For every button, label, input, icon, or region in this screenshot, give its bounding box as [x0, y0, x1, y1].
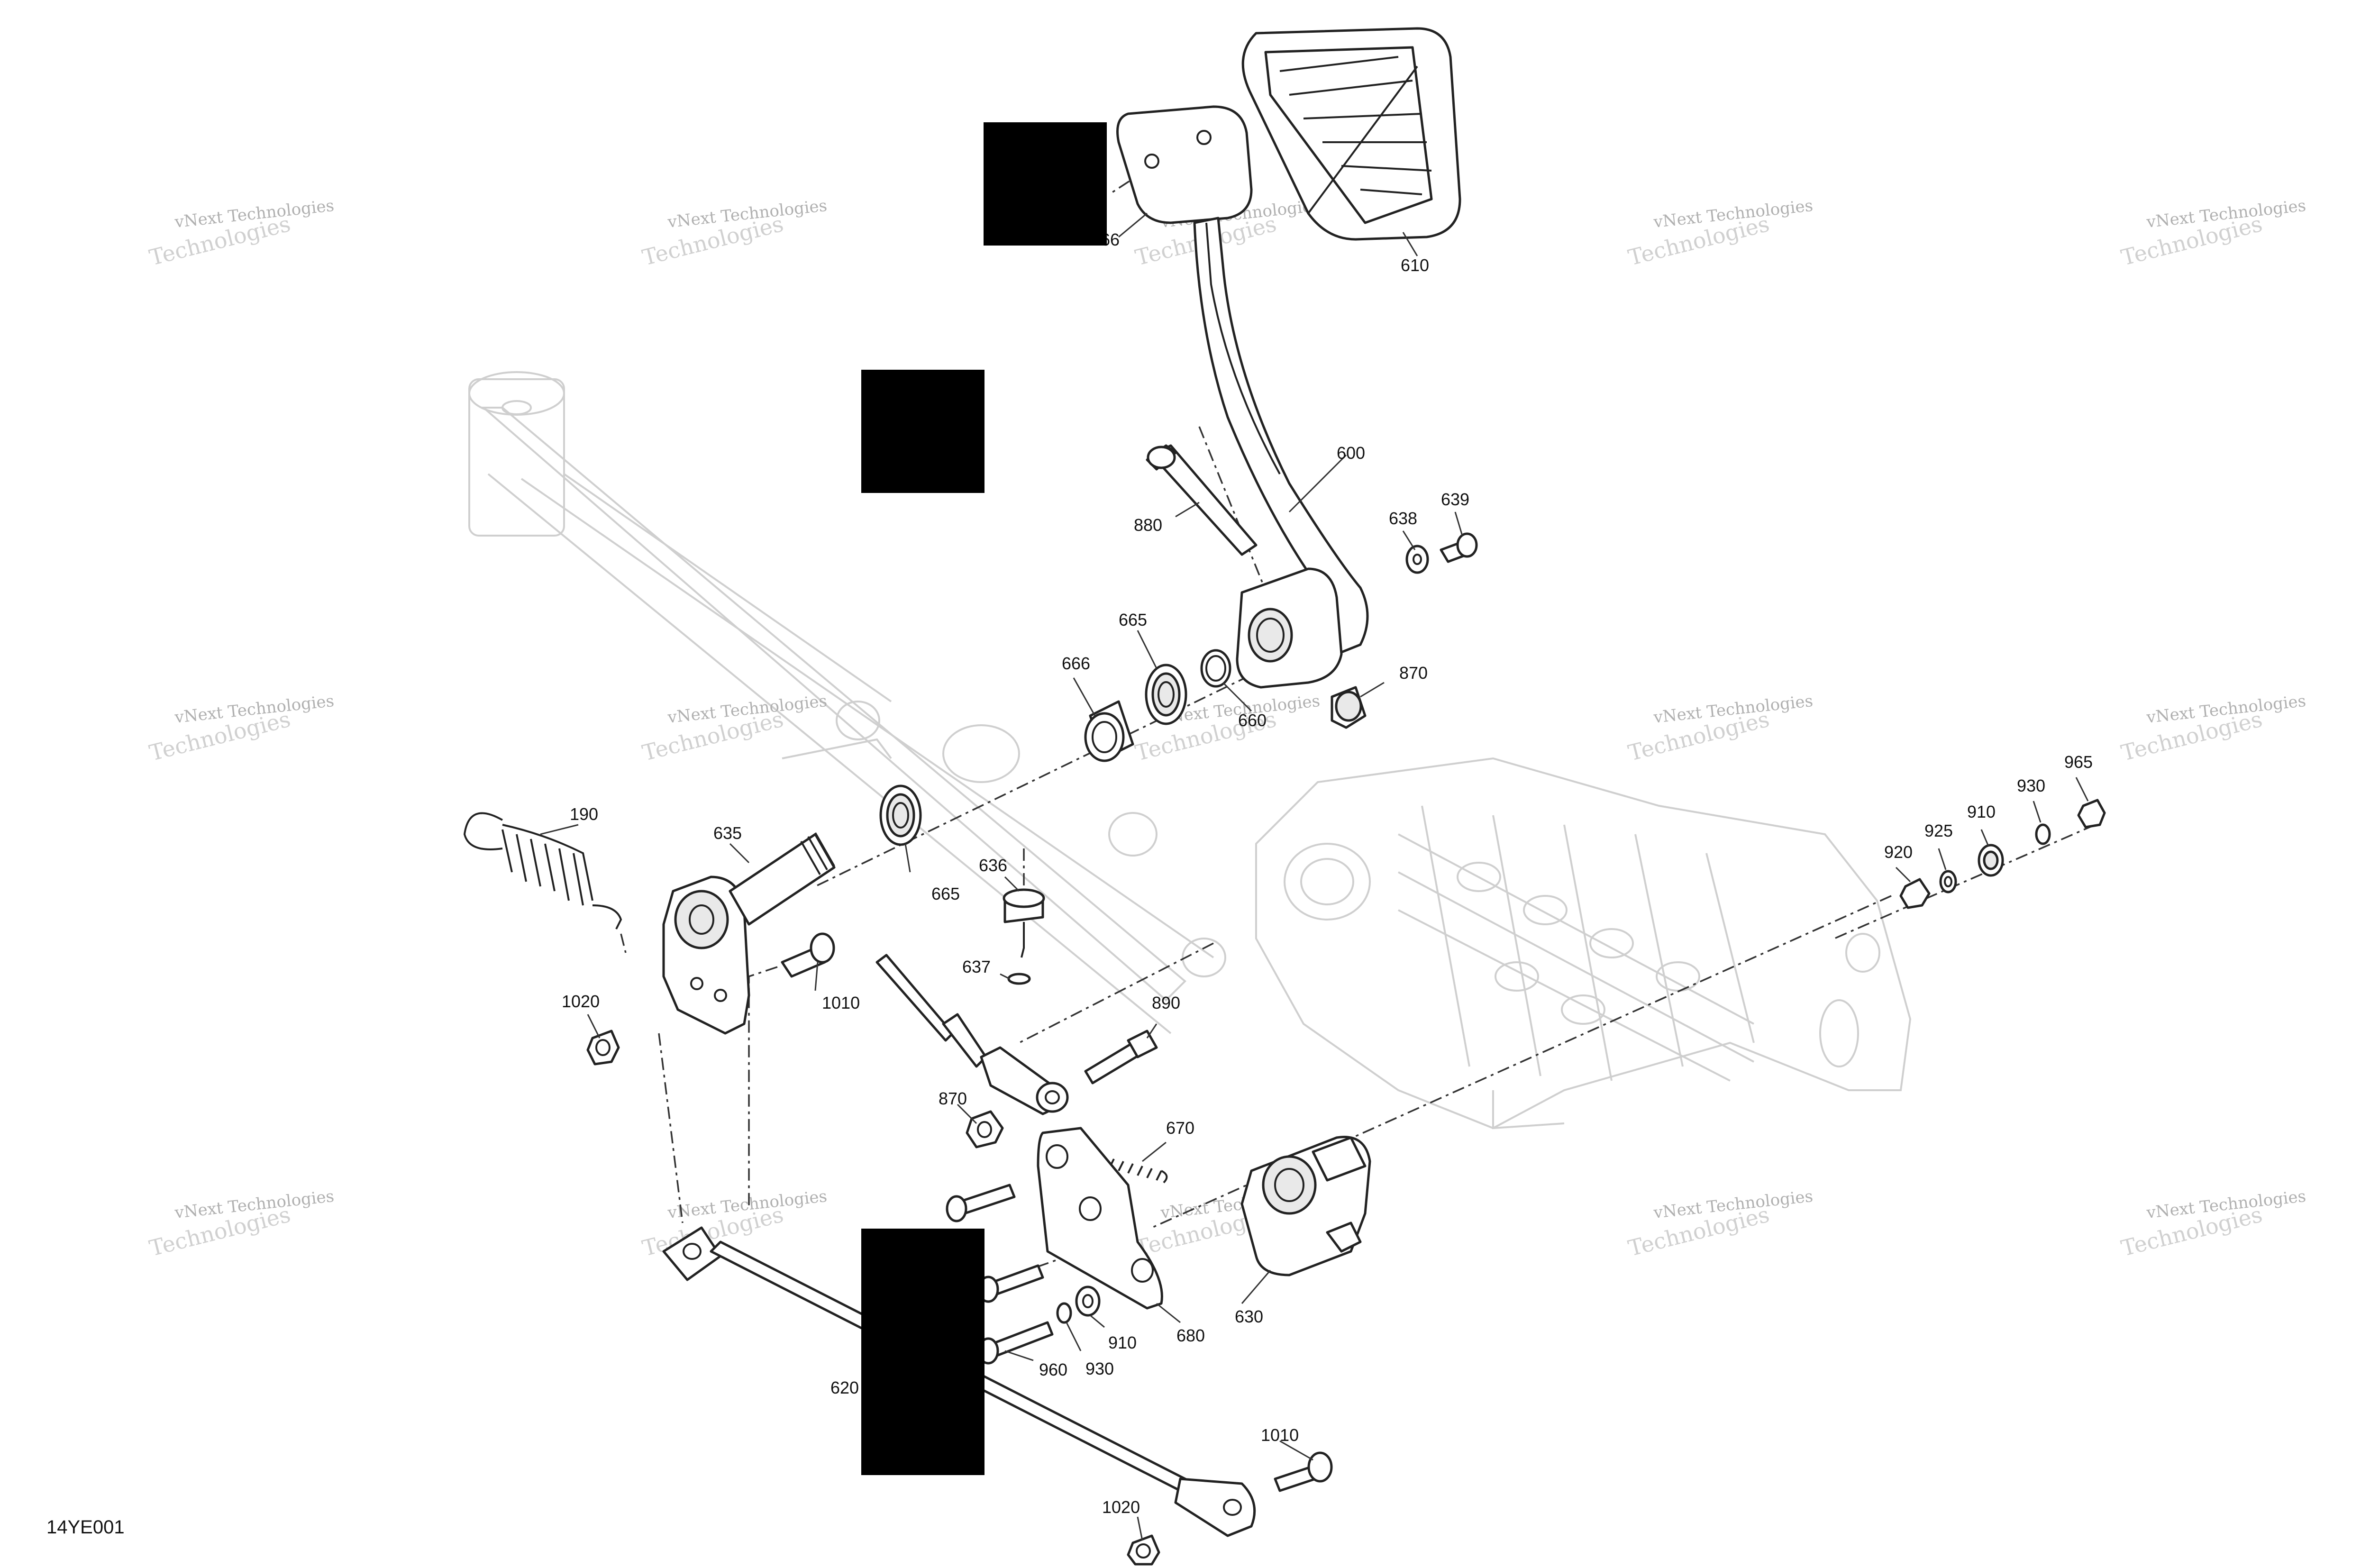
redaction-blocks [861, 122, 1107, 1475]
redaction-block-3 [861, 1229, 984, 1475]
washer-910-lower [1075, 1285, 1101, 1317]
shaft-lever-635 [662, 832, 836, 1035]
callout-1020-lower: 1020 [1102, 1497, 1140, 1517]
callout-665-upper: 665 [1119, 610, 1147, 629]
callout-670: 670 [1166, 1118, 1194, 1138]
ghost-transmission-housing [1255, 757, 1912, 1130]
bearing-665-upper [1145, 664, 1187, 725]
callout-666: 666 [1062, 654, 1090, 673]
nut-870-lower [966, 1110, 1004, 1149]
bolt-upper-680 [946, 1184, 1016, 1222]
bolt-960 [977, 1321, 1054, 1365]
watermark-row-3: vNext Technologies Technologies vNext Te… [147, 1187, 2307, 1261]
leader-lines [540, 212, 2089, 1541]
callout-636: 636 [979, 856, 1007, 875]
pedal-arm-600 [1193, 217, 1369, 689]
callout-600: 600 [1337, 443, 1365, 463]
callout-665-lower: 665 [931, 884, 960, 903]
callout-1020-upper: 1020 [562, 992, 600, 1011]
callout-680: 680 [1176, 1326, 1205, 1345]
drawing-code: 14YE001 [46, 1517, 125, 1538]
pivot-bolt-880 [1146, 444, 1258, 556]
callout-890: 890 [1152, 993, 1180, 1012]
callout-910-right: 910 [1967, 802, 1996, 821]
spring-190 [463, 812, 622, 930]
ring-660 [1200, 649, 1231, 688]
callout-637: 637 [962, 957, 991, 976]
pad-bracket-266 [1116, 105, 1253, 224]
callout-635: 635 [713, 823, 742, 843]
callout-930-right: 930 [2017, 776, 2045, 795]
clip-637 [1007, 973, 1031, 985]
callout-660: 660 [1238, 711, 1267, 730]
callout-870-lower: 870 [939, 1089, 967, 1108]
nut-1020-upper [586, 1030, 620, 1066]
callout-880: 880 [1134, 515, 1162, 535]
nut-920 [1899, 878, 1931, 909]
callout-925: 925 [1924, 821, 1953, 840]
pedal-pad-610 [1241, 27, 1461, 241]
screw-639 [1440, 532, 1478, 563]
clevis-pin-1010-lower [1274, 1451, 1333, 1492]
callout-960: 960 [1039, 1360, 1067, 1379]
callout-1010-upper: 1010 [822, 993, 860, 1012]
callout-870-upper: 870 [1399, 663, 1428, 683]
callout-620: 620 [830, 1378, 859, 1397]
bracket-plate-680 [1037, 1127, 1163, 1310]
bolt-middle-680 [977, 1264, 1044, 1303]
watermark-row-2: vNext Technologies Technologies vNext Te… [147, 692, 2307, 766]
callout-630: 630 [1235, 1307, 1263, 1326]
callout-1010-lower: 1010 [1261, 1425, 1299, 1445]
washer-925 [1939, 870, 1957, 893]
cable-rod-end [875, 954, 1069, 1115]
stopper-636 [1003, 888, 1045, 958]
nut-870-upper [1331, 686, 1367, 729]
bearing-910-right [1978, 844, 2004, 877]
bushing-666 [1084, 700, 1134, 762]
caliper-630 [1240, 1136, 1371, 1276]
callout-639: 639 [1441, 490, 1469, 509]
redaction-block-2 [861, 370, 984, 493]
callout-610: 610 [1401, 255, 1429, 275]
redaction-block-1 [984, 122, 1107, 246]
callout-920: 920 [1884, 842, 1913, 862]
nut-1020-lower [1127, 1534, 1160, 1566]
ghost-frame-crossbar [468, 371, 1226, 1034]
bolt-890 [1084, 1030, 1158, 1085]
nut-965 [2077, 799, 2106, 829]
washer-930-lower [1056, 1302, 1072, 1324]
callout-930-lower: 930 [1085, 1359, 1114, 1378]
callout-labels: 266 610 600 880 638 639 665 666 660 870 … [562, 230, 2093, 1517]
callout-190: 190 [570, 804, 598, 824]
washer-638 [1405, 545, 1429, 574]
bearing-665-lower [879, 784, 922, 846]
washer-930-right [2035, 823, 2051, 845]
callout-910-lower: 910 [1108, 1333, 1137, 1352]
callout-965: 965 [2064, 752, 2093, 772]
clevis-pin-1010-upper [781, 932, 835, 978]
callout-638: 638 [1389, 509, 1417, 528]
